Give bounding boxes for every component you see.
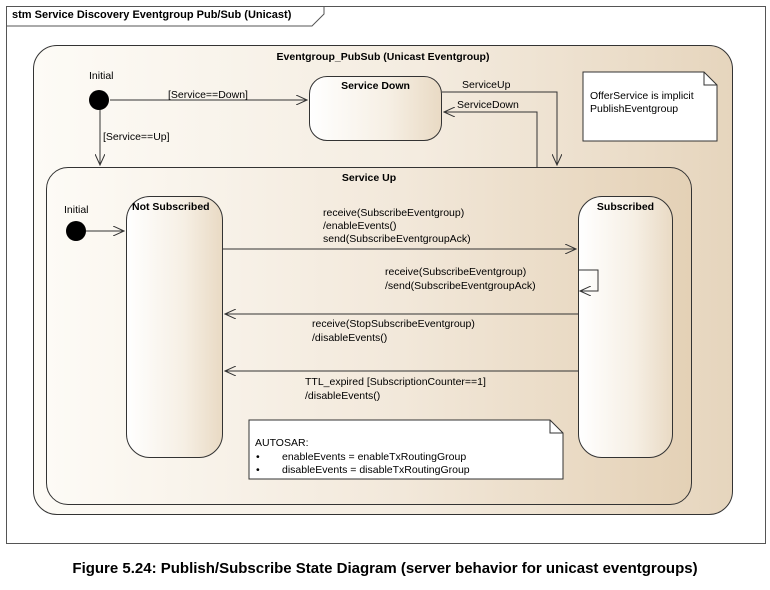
arrow-resubscribe [578,269,599,291]
arrow-service-down [444,112,538,167]
initial-node-inner [66,221,86,241]
subscribed-label: Subscribed [596,201,655,213]
note-offer-shape [582,71,718,142]
note-autosar-title: AUTOSAR: [255,437,309,449]
bullet-icon: • [256,464,260,476]
subscribe-line-1: receive(SubscribeEventgroup) [323,207,465,219]
note-offer-line-1: OfferService is implicit [590,90,694,102]
arrow-service-up [442,91,557,165]
state-subscribed [578,196,673,458]
subscribe-line-3: send(SubscribeEventgroupAck) [323,233,471,245]
ttl-line-2: /disableEvents() [305,390,381,402]
frame-title: stm Service Discovery Eventgroup Pub/Sub… [12,9,292,21]
note-autosar-item-text: disableEvents = disableTxRoutingGroup [282,464,470,476]
stop-line-2: /disableEvents() [312,332,388,344]
outer-state-title: Eventgroup_PubSub (Unicast Eventgroup) [276,51,490,63]
note-offer-line-2: PublishEventgroup [590,103,679,115]
service-up-title: Service Up [341,172,397,184]
initial-inner-label: Initial [64,204,89,216]
note-autosar-item: • disableEvents = disableTxRoutingGroup [256,464,470,476]
service-down-label: Service Down [341,80,410,92]
note-autosar-shape [248,419,564,480]
note-autosar-item-text: enableEvents = enableTxRoutingGroup [282,451,467,463]
ttl-line-1: TTL_expired [SubscriptionCounter==1] [305,376,486,388]
stop-line-1: receive(StopSubscribeEventgroup) [312,318,475,330]
guard-service-down: [Service==Down] [168,89,248,101]
subscribe-line-2: /enableEvents() [323,220,397,232]
state-service-down [309,76,442,141]
initial-node-outer [89,90,109,110]
label-service-down: ServiceDown [457,99,519,111]
state-not-subscribed [126,196,223,458]
not-subscribed-label: Not Subscribed [132,201,210,213]
resubscribe-line-1: receive(SubscribeEventgroup) [385,266,527,278]
note-autosar-item: • enableEvents = enableTxRoutingGroup [256,451,466,463]
figure-caption: Figure 5.24: Publish/Subscribe State Dia… [72,560,698,577]
bullet-icon: • [256,451,260,463]
resubscribe-line-2: /send(SubscribeEventgroupAck) [385,280,536,292]
guard-service-up: [Service==Up] [103,131,170,143]
initial-outer-label: Initial [89,70,114,82]
label-service-up: ServiceUp [462,79,511,91]
